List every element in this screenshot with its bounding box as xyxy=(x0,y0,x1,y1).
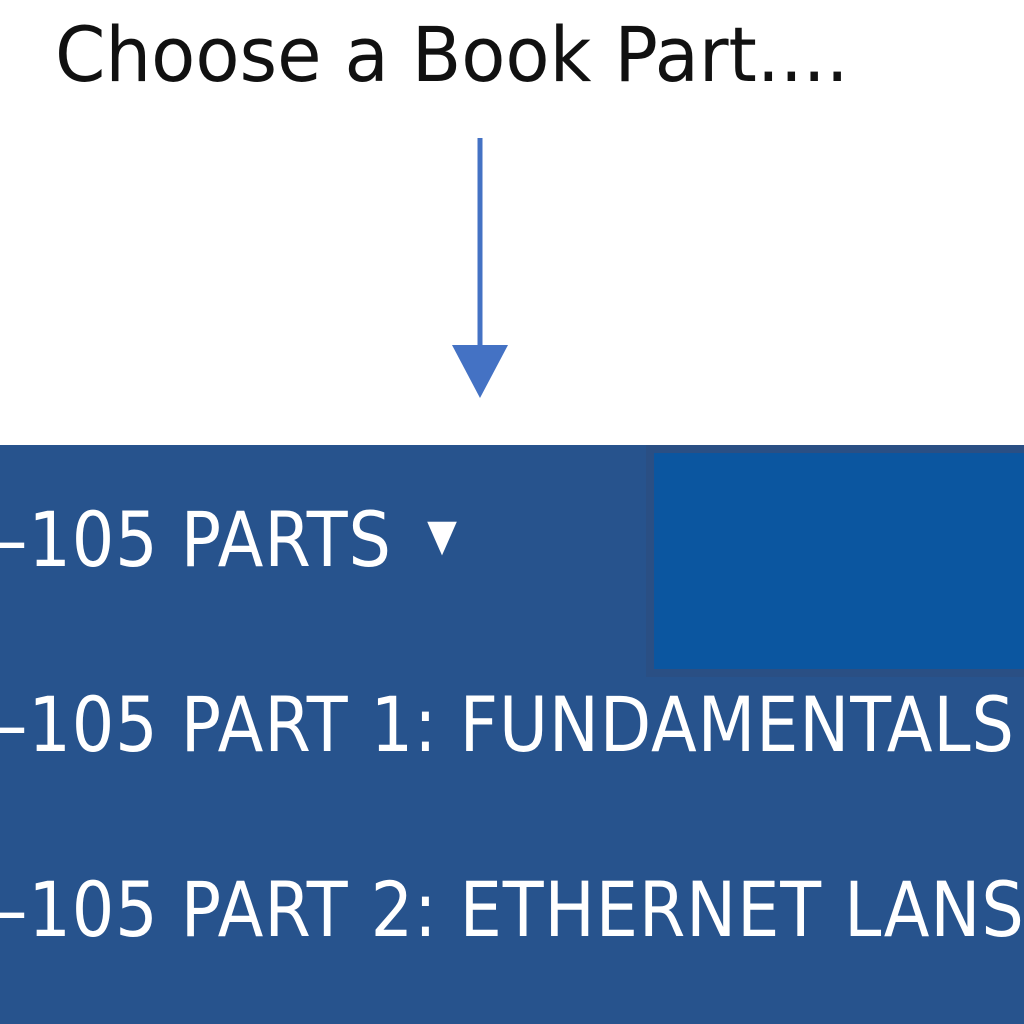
annotation-text: Choose a Book Part.... xyxy=(55,10,849,99)
menu-item-part-1[interactable]: –105 PART 1: FUNDAMENTALS xyxy=(0,680,1015,769)
caret-down-icon: ▼ xyxy=(427,509,458,561)
down-arrow-icon xyxy=(452,138,508,398)
book-parts-menu: –105 PARTS ▼ –105 PART 1: FUNDAMENTALS –1… xyxy=(0,445,1024,1024)
parts-dropdown-toggle[interactable]: –105 PARTS ▼ xyxy=(0,495,458,584)
dropdown-label: –105 PARTS xyxy=(0,495,392,584)
menu-item-part-2[interactable]: –105 PART 2: ETHERNET LANS xyxy=(0,865,1024,954)
menu-highlight xyxy=(646,445,1024,677)
